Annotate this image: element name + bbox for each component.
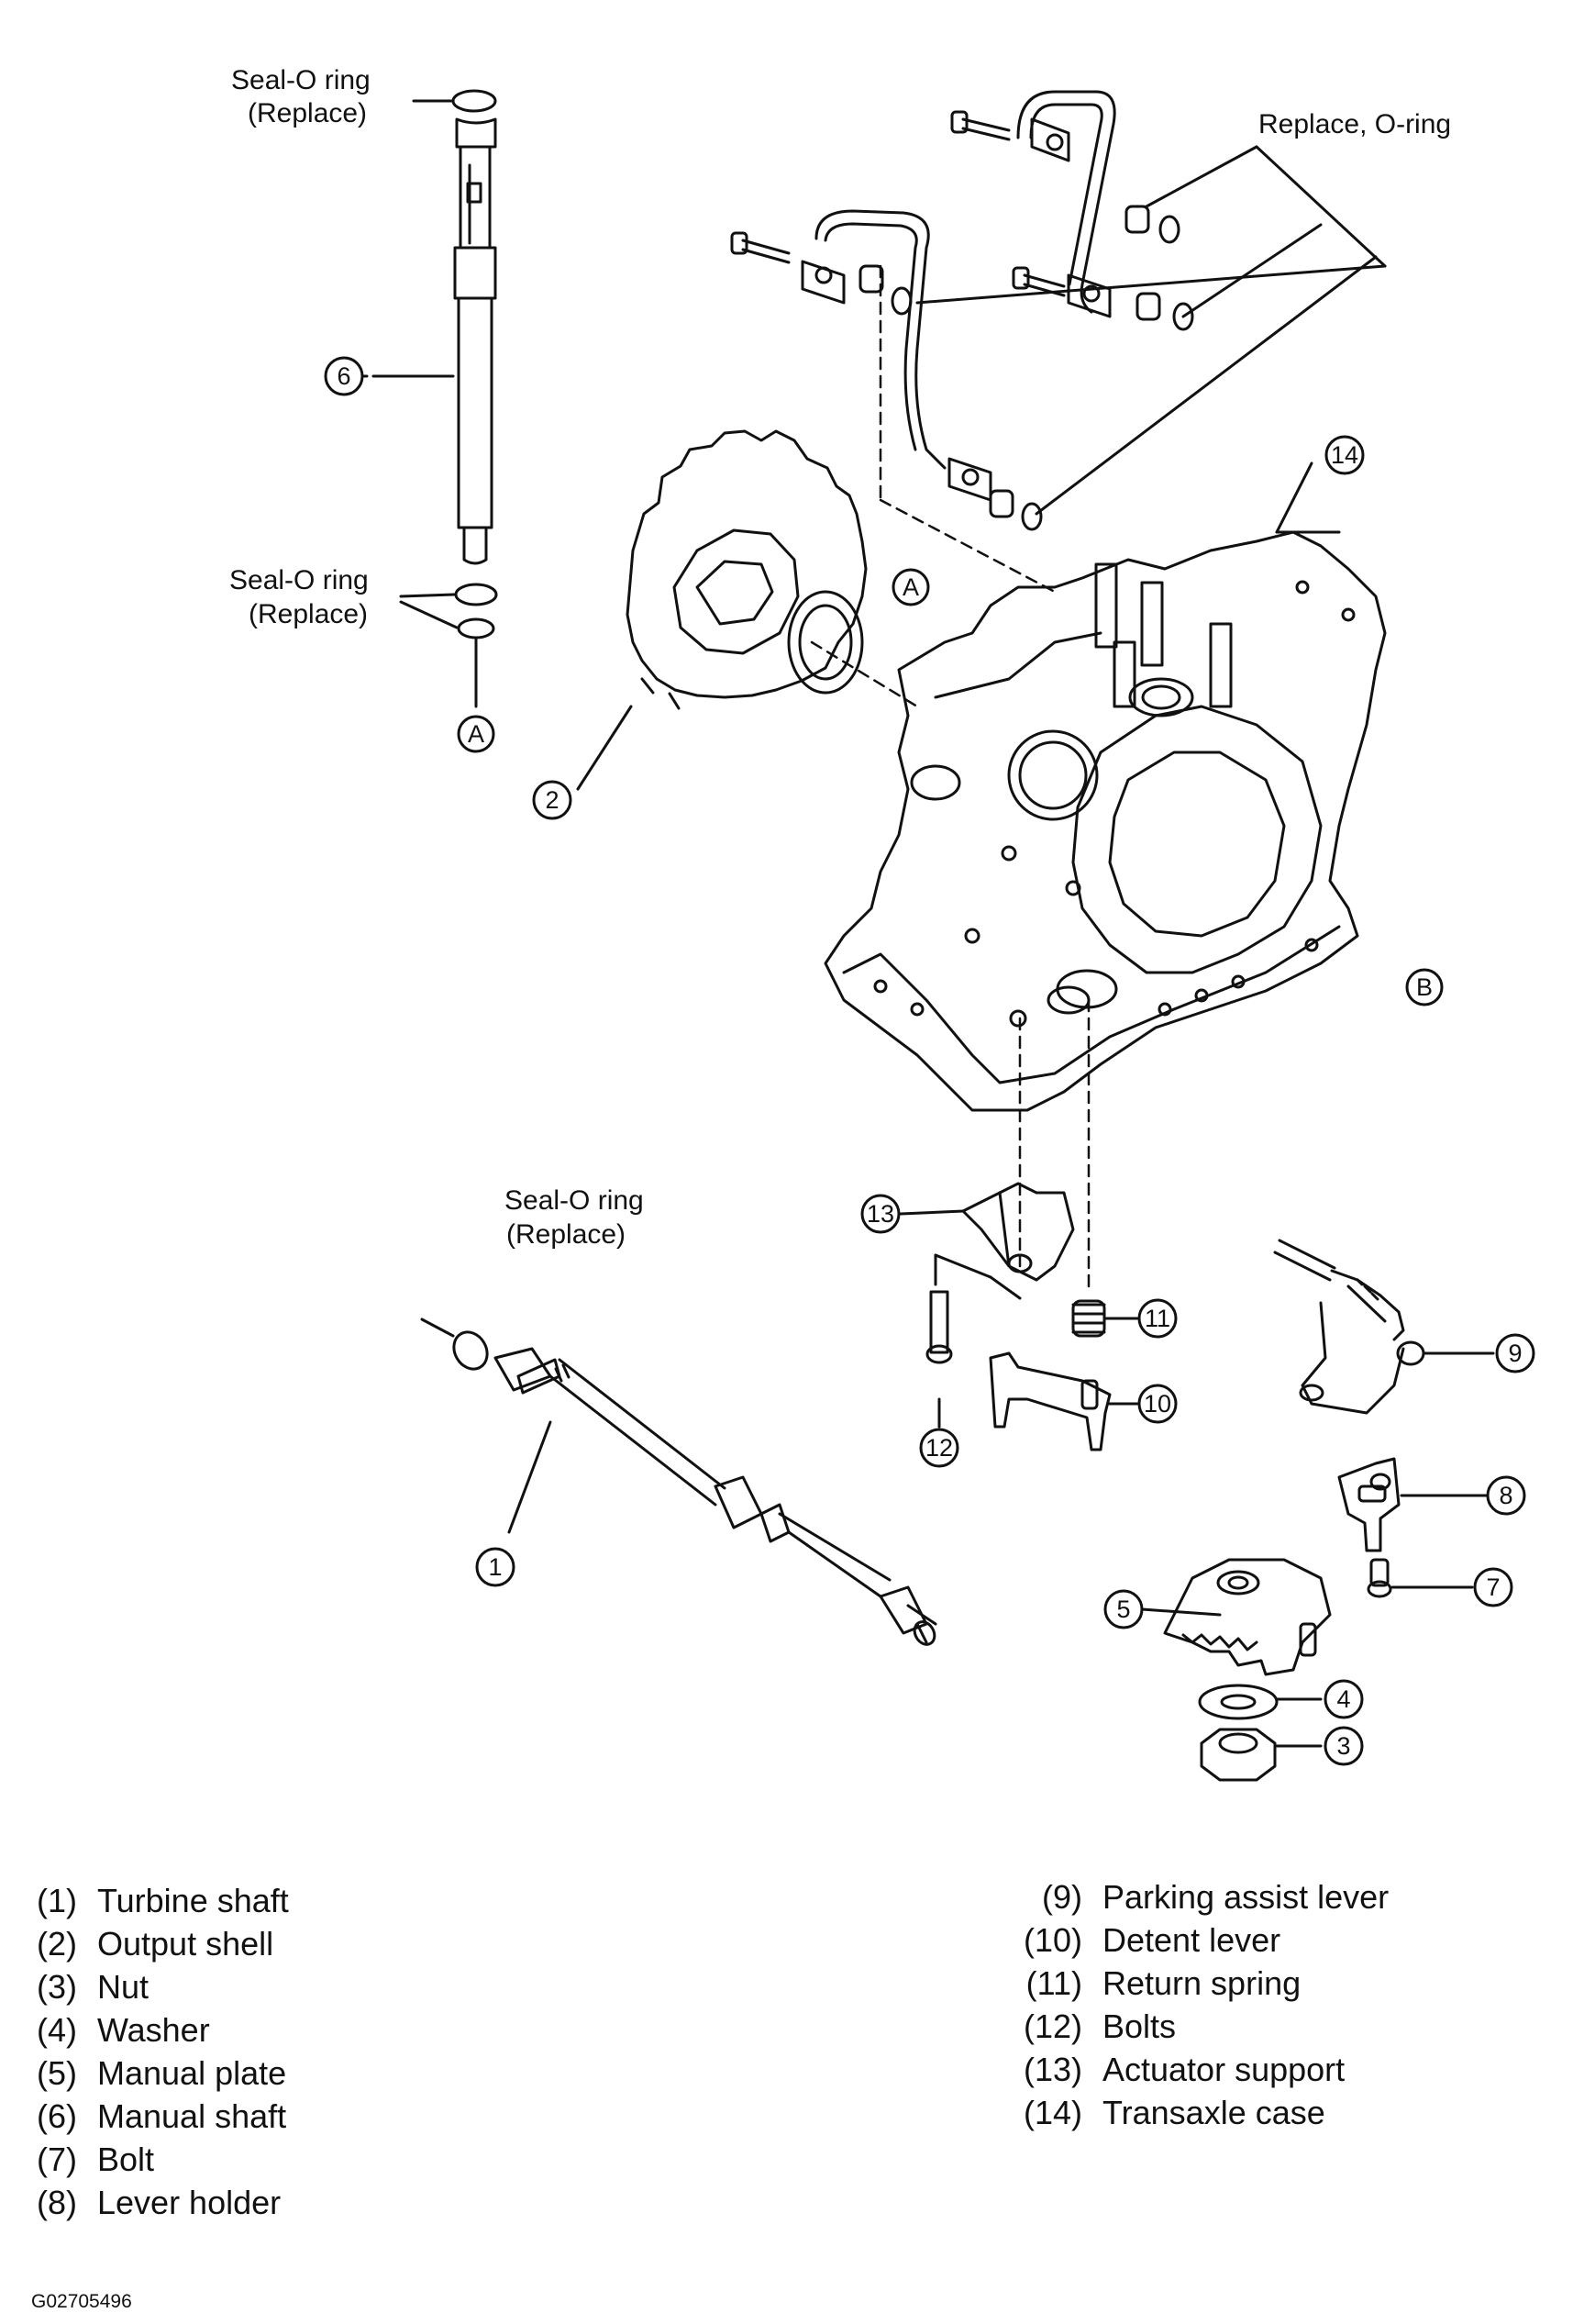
detent-lever — [989, 1351, 1112, 1451]
ref-b: B — [1405, 968, 1444, 1006]
ref-a-upper: A — [892, 568, 930, 606]
seal-o-ring-mid-label: Seal-O ring — [229, 565, 369, 595]
legend-item: (3)Nut — [37, 1968, 150, 2006]
callout-1: 1 — [475, 1547, 515, 1587]
seal-o-ring-top-note: (Replace) — [248, 98, 367, 128]
callout-8: 8 — [1486, 1475, 1526, 1516]
lever-holder — [1337, 1457, 1401, 1552]
legend-item: (14)Transaxle case — [1023, 2094, 1325, 2131]
legend-item: (2)Output shell — [37, 1925, 274, 1963]
svg-text:5: 5 — [1116, 1596, 1130, 1623]
nut — [1200, 1728, 1277, 1782]
callout-9: 9 — [1495, 1333, 1535, 1373]
callout-5: 5 — [1103, 1589, 1144, 1629]
svg-text:9: 9 — [1508, 1340, 1522, 1367]
legend-item: (6)Manual shaft — [37, 2097, 287, 2135]
svg-text:A: A — [468, 720, 484, 748]
legend-item: (9)Parking assist lever — [1042, 1878, 1390, 1916]
callout-3: 3 — [1324, 1726, 1364, 1766]
ref-a-lower: A — [457, 715, 495, 753]
seal-o-ring-bottom-note: (Replace) — [506, 1219, 626, 1250]
legend-item: (1)Turbine shaft — [37, 1882, 289, 1919]
callout-7: 7 — [1473, 1567, 1513, 1607]
svg-text:10: 10 — [1144, 1390, 1171, 1418]
callout-6: 6 — [324, 356, 364, 396]
svg-text:3: 3 — [1336, 1732, 1350, 1760]
legend-item: (13)Actuator support — [1023, 2051, 1346, 2088]
callout-2: 2 — [532, 780, 572, 820]
bolt-12 — [925, 1290, 953, 1364]
transaxle-case — [824, 530, 1387, 1112]
manual-plate — [1163, 1558, 1332, 1676]
callout-12: 12 — [919, 1428, 959, 1468]
legend-item: (11)Return spring — [1025, 1964, 1302, 2002]
legend-item: (8)Lever holder — [37, 2184, 282, 2221]
svg-text:11: 11 — [1145, 1305, 1170, 1332]
figure-id: G02705496 — [31, 2291, 132, 2312]
callout-13: 13 — [860, 1194, 901, 1234]
svg-text:1: 1 — [488, 1553, 502, 1581]
svg-text:14: 14 — [1331, 441, 1358, 469]
actuator-support — [961, 1182, 1075, 1282]
svg-text:8: 8 — [1499, 1482, 1512, 1509]
seal-o-ring-top-label: Seal-O ring — [231, 65, 371, 95]
svg-text:7: 7 — [1486, 1573, 1500, 1601]
manual-shaft — [451, 89, 497, 565]
legend-item: (4)Washer — [37, 2011, 210, 2049]
legend-right: (9)Parking assist lever (10)Detent lever… — [1016, 1875, 1389, 2134]
callout-14: 14 — [1324, 435, 1365, 475]
legend-left: (1)Turbine shaft (2)Output shell (3)Nut … — [31, 1879, 289, 2224]
svg-text:12: 12 — [925, 1434, 953, 1462]
svg-text:B: B — [1416, 973, 1433, 1001]
legend-item: (10)Detent lever — [1023, 1921, 1281, 1959]
turbine-shaft — [452, 1330, 937, 1646]
svg-text:6: 6 — [337, 362, 350, 390]
seal-o-ring-mid-note: (Replace) — [249, 599, 368, 629]
oil-pipes — [730, 90, 1194, 531]
bolt-7 — [1367, 1558, 1392, 1598]
callout-10: 10 — [1137, 1384, 1178, 1424]
seal-o-ring-bottom-label: Seal-O ring — [504, 1185, 644, 1216]
output-shell — [626, 429, 868, 710]
legend-item: (12)Bolts — [1023, 2007, 1177, 2045]
svg-text:A: A — [903, 573, 919, 601]
return-spring — [1071, 1299, 1106, 1338]
svg-text:2: 2 — [545, 786, 559, 814]
washer — [1198, 1684, 1279, 1720]
legend-item: (7)Bolt — [37, 2141, 155, 2178]
callout-4: 4 — [1324, 1679, 1364, 1719]
legend-item: (5)Manual plate — [37, 2054, 287, 2092]
callout-11: 11 — [1137, 1298, 1178, 1339]
svg-text:13: 13 — [867, 1200, 894, 1228]
parking-assist-lever — [1273, 1239, 1425, 1415]
replace-o-ring-label: Replace, O-ring — [1258, 109, 1451, 139]
svg-text:4: 4 — [1336, 1685, 1350, 1713]
